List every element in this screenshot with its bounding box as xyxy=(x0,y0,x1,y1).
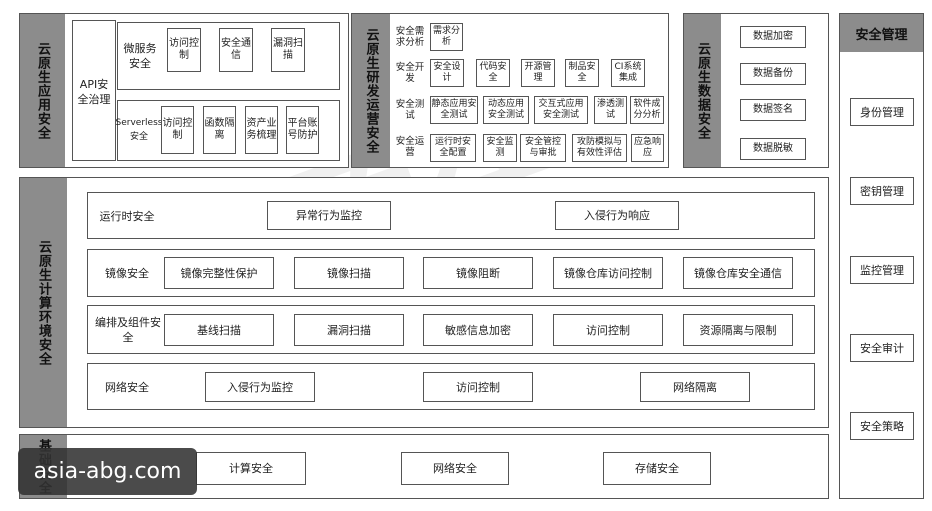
app-security-panel: 云原生应用安全 API安全治理 微服务安全 访问控制 安全通信 漏洞扫描 Ser… xyxy=(19,13,349,168)
devops-item: 攻防模拟与有效性评估 xyxy=(572,134,627,162)
serverless-item: 平台账号防护 xyxy=(286,106,319,154)
data-security-panel: 云原生数据安全 数据加密 数据备份 数据签名 数据脱敏 xyxy=(683,13,829,168)
compute-item: 镜像仓库访问控制 xyxy=(553,257,663,289)
compute-item: 镜像完整性保护 xyxy=(164,257,274,289)
compute-item: 网络隔离 xyxy=(640,372,750,402)
compute-item: 异常行为监控 xyxy=(267,201,391,230)
api-governance-box xyxy=(72,20,116,161)
devops-row-label: 安全运营 xyxy=(395,136,425,158)
compute-row-label: 运行时安全 xyxy=(99,209,155,223)
compute-row-label: 镜像安全 xyxy=(105,266,149,280)
devops-item: 动态应用安全测试 xyxy=(483,96,529,124)
data-security-title: 云原生数据安全 xyxy=(684,14,721,167)
compute-item: 访问控制 xyxy=(423,372,533,402)
devops-security-title: 云原生研发运营安全 xyxy=(352,14,390,167)
infra-item: 计算安全 xyxy=(196,452,306,485)
security-management-panel: 安全管理 身份管理 密钥管理 监控管理 安全审计 安全策略 xyxy=(839,13,924,499)
devops-item: 安全监测 xyxy=(483,134,517,162)
data-security-item: 数据脱敏 xyxy=(740,138,806,160)
security-management-title: 安全管理 xyxy=(840,14,923,52)
runtime-row xyxy=(87,192,815,239)
serverless-item: 函数隔离 xyxy=(203,106,236,154)
devops-item: 代码安全 xyxy=(476,59,510,87)
devops-item: 安全管控与审批 xyxy=(520,134,566,162)
microservice-item: 漏洞扫描 xyxy=(271,28,305,72)
data-security-item: 数据签名 xyxy=(740,99,806,121)
compute-security-panel: 云原生计算环境安全 运行时安全 异常行为监控 入侵行为响应 镜像安全 镜像完整性… xyxy=(19,177,829,428)
compute-item: 镜像扫描 xyxy=(294,257,404,289)
microservice-item: 访问控制 xyxy=(167,28,201,72)
devops-item: 制品安全 xyxy=(565,59,599,87)
management-item: 身份管理 xyxy=(850,98,914,126)
devops-item: 软件成分分析 xyxy=(630,96,664,124)
serverless-item: 资产业务梳理 xyxy=(245,106,278,154)
compute-item: 镜像仓库安全通信 xyxy=(683,257,793,289)
compute-item: 敏感信息加密 xyxy=(423,314,533,346)
devops-item: 需求分析 xyxy=(430,23,463,51)
devops-item: 应急响应 xyxy=(631,134,664,162)
management-item: 监控管理 xyxy=(850,256,914,284)
devops-item: 运行时安全配置 xyxy=(430,134,476,162)
infra-item: 存储安全 xyxy=(603,452,711,485)
compute-item: 镜像阻断 xyxy=(423,257,533,289)
devops-item: 渗透测试 xyxy=(594,96,627,124)
serverless-item: 访问控制 xyxy=(161,106,194,154)
compute-item: 访问控制 xyxy=(553,314,663,346)
compute-security-title: 云原生计算环境安全 xyxy=(20,178,67,427)
devops-item: 交互式应用安全测试 xyxy=(534,96,588,124)
management-item: 密钥管理 xyxy=(850,177,914,205)
devops-security-panel: 云原生研发运营安全 安全需求分析 需求分析 安全开发 安全设计 代码安全 开源管… xyxy=(351,13,669,168)
site-watermark: asia-abg.com xyxy=(18,448,197,495)
devops-item: 开源管理 xyxy=(521,59,555,87)
compute-item: 基线扫描 xyxy=(164,314,274,346)
devops-item: 静态应用安全测试 xyxy=(430,96,478,124)
infra-item: 网络安全 xyxy=(401,452,509,485)
app-security-title: 云原生应用安全 xyxy=(20,14,65,167)
microservice-item: 安全通信 xyxy=(219,28,253,72)
compute-item: 资源隔离与限制 xyxy=(683,314,793,346)
data-security-item: 数据加密 xyxy=(740,26,806,48)
management-item: 安全策略 xyxy=(850,412,914,440)
serverless-label: Serverless安全 xyxy=(115,118,163,142)
compute-item: 入侵行为监控 xyxy=(205,372,315,402)
microservice-label: 微服务安全 xyxy=(123,42,157,70)
compute-item: 入侵行为响应 xyxy=(555,201,679,230)
compute-item: 漏洞扫描 xyxy=(294,314,404,346)
compute-row-label: 网络安全 xyxy=(105,380,149,394)
api-governance-label: API安全治理 xyxy=(77,77,111,106)
devops-item: CI系统集成 xyxy=(611,59,645,87)
devops-row-label: 安全需求分析 xyxy=(395,26,425,48)
data-security-item: 数据备份 xyxy=(740,63,806,85)
devops-row-label: 安全开发 xyxy=(395,62,425,84)
compute-row-label: 编排及组件安全 xyxy=(95,316,161,344)
devops-item: 安全设计 xyxy=(430,59,464,87)
devops-row-label: 安全测试 xyxy=(395,99,425,121)
management-item: 安全审计 xyxy=(850,334,914,362)
